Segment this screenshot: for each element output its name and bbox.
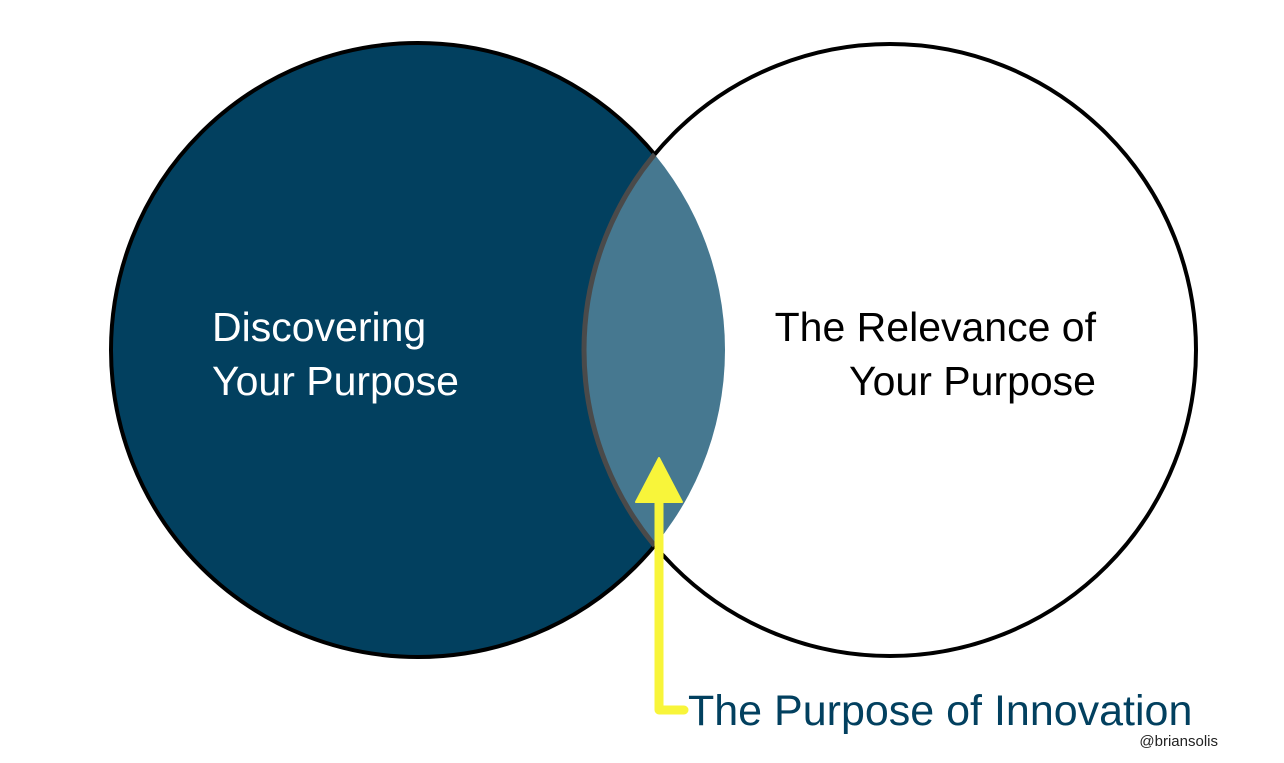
right-set-label-line2: Your Purpose (849, 358, 1096, 404)
author-credit: @briansolis (1139, 733, 1218, 750)
pointer-line (654, 495, 689, 715)
arrow-up-icon (635, 457, 689, 715)
left-set-label-line1: Discovering (212, 304, 427, 350)
left-set-label-line2: Your Purpose (212, 358, 459, 404)
pointer-arrowhead (635, 457, 683, 503)
intersection-caption: The Purpose of Innovation (688, 687, 1193, 735)
intersection-border-right (581, 43, 725, 657)
right-set-label: The Relevance of Your Purpose (775, 300, 1096, 408)
right-set-label-line1: The Relevance of (774, 304, 1096, 350)
left-set-label: Discovering Your Purpose (212, 300, 459, 408)
